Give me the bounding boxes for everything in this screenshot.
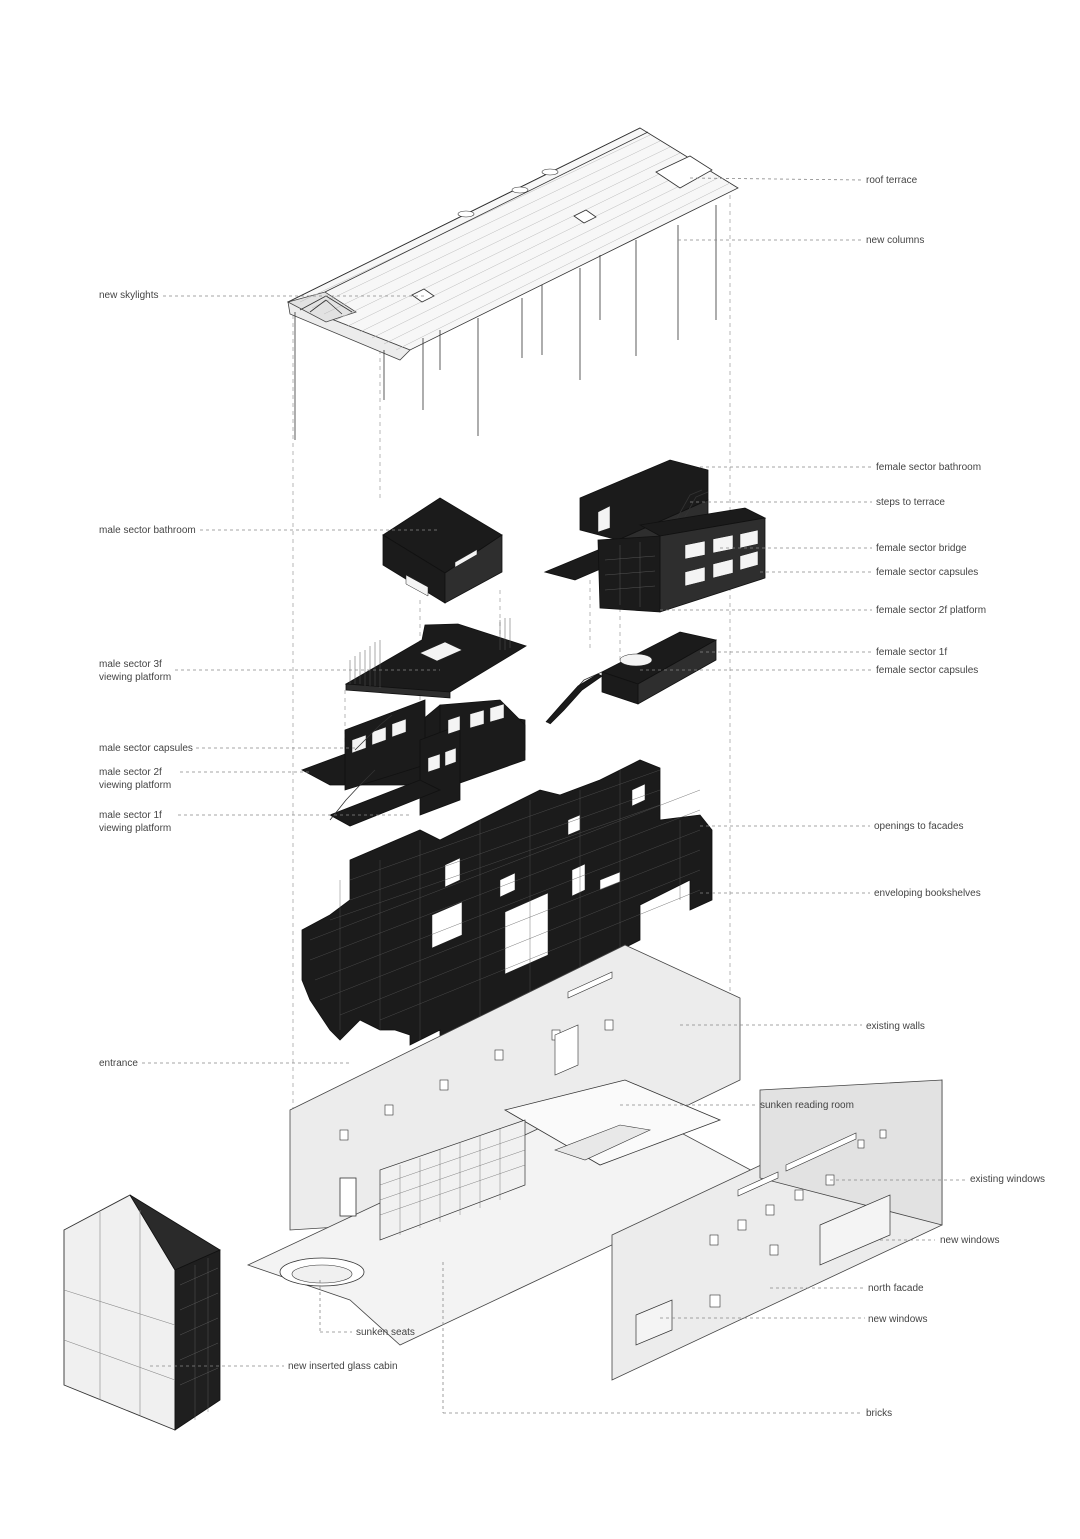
label-female-sector-capsules-lower: female sector capsules xyxy=(876,665,978,676)
existing-back-wall xyxy=(289,944,741,1231)
skylight-1 xyxy=(411,288,435,303)
male-sector-3f-platform xyxy=(344,618,527,699)
label-sunken-reading-room: sunken reading room xyxy=(760,1100,854,1111)
label-openings-to-facades: openings to facades xyxy=(874,821,964,832)
label-male-sector-3f-line2: viewing platform xyxy=(99,672,171,683)
female-sector-1f-volume xyxy=(545,631,718,725)
label-male-sector-1f-line1: male sector 1f xyxy=(99,810,162,821)
label-new-inserted-glass-cabin: new inserted glass cabin xyxy=(288,1361,398,1372)
leader-lines xyxy=(142,177,965,1414)
label-roof-terrace: roof terrace xyxy=(866,175,918,186)
roof-layer xyxy=(286,127,739,440)
label-female-sector-capsules-upper: female sector capsules xyxy=(876,567,978,578)
male-sector-lower-volumes xyxy=(301,699,526,827)
label-male-sector-2f-line1: male sector 2f xyxy=(99,767,162,778)
label-sunken-seats: sunken seats xyxy=(356,1327,415,1338)
male-sector-bathroom-volume xyxy=(382,497,503,604)
female-sector-upper-volume xyxy=(543,459,767,613)
label-male-sector-1f-line2: viewing platform xyxy=(99,823,171,834)
label-male-sector-3f-line1: male sector 3f xyxy=(99,659,162,670)
label-new-windows-lower: new windows xyxy=(868,1314,927,1325)
existing-building xyxy=(246,944,943,1381)
label-male-sector-2f-line2: viewing platform xyxy=(99,780,171,791)
label-new-columns: new columns xyxy=(866,235,924,246)
label-male-sector-bathroom: male sector bathroom xyxy=(99,525,196,536)
new-inserted-glass-cabin xyxy=(63,1194,221,1431)
roof-plane xyxy=(287,127,739,351)
label-bricks: bricks xyxy=(866,1408,892,1419)
labels: roof terrace new columns new skylights f… xyxy=(99,175,1045,1419)
label-existing-walls: existing walls xyxy=(866,1021,925,1032)
label-female-sector-2f-platform: female sector 2f platform xyxy=(876,605,986,616)
skylight-2 xyxy=(573,209,597,224)
label-male-sector-capsules: male sector capsules xyxy=(99,743,193,754)
label-north-facade: north facade xyxy=(868,1283,924,1294)
new-columns xyxy=(294,205,717,440)
label-entrance: entrance xyxy=(99,1058,138,1069)
label-enveloping-bookshelves: enveloping bookshelves xyxy=(874,888,981,899)
label-female-sector-bathroom: female sector bathroom xyxy=(876,462,981,473)
label-new-skylights: new skylights xyxy=(99,290,158,301)
label-steps-to-terrace: steps to terrace xyxy=(876,497,945,508)
label-new-windows-upper: new windows xyxy=(940,1235,999,1246)
label-female-sector-1f: female sector 1f xyxy=(876,647,947,658)
entrance-door xyxy=(339,1177,357,1217)
label-female-sector-bridge: female sector bridge xyxy=(876,543,967,554)
roof-terrace-opening xyxy=(655,155,713,189)
label-existing-windows: existing windows xyxy=(970,1174,1045,1185)
enveloping-bookshelves xyxy=(301,759,713,1046)
